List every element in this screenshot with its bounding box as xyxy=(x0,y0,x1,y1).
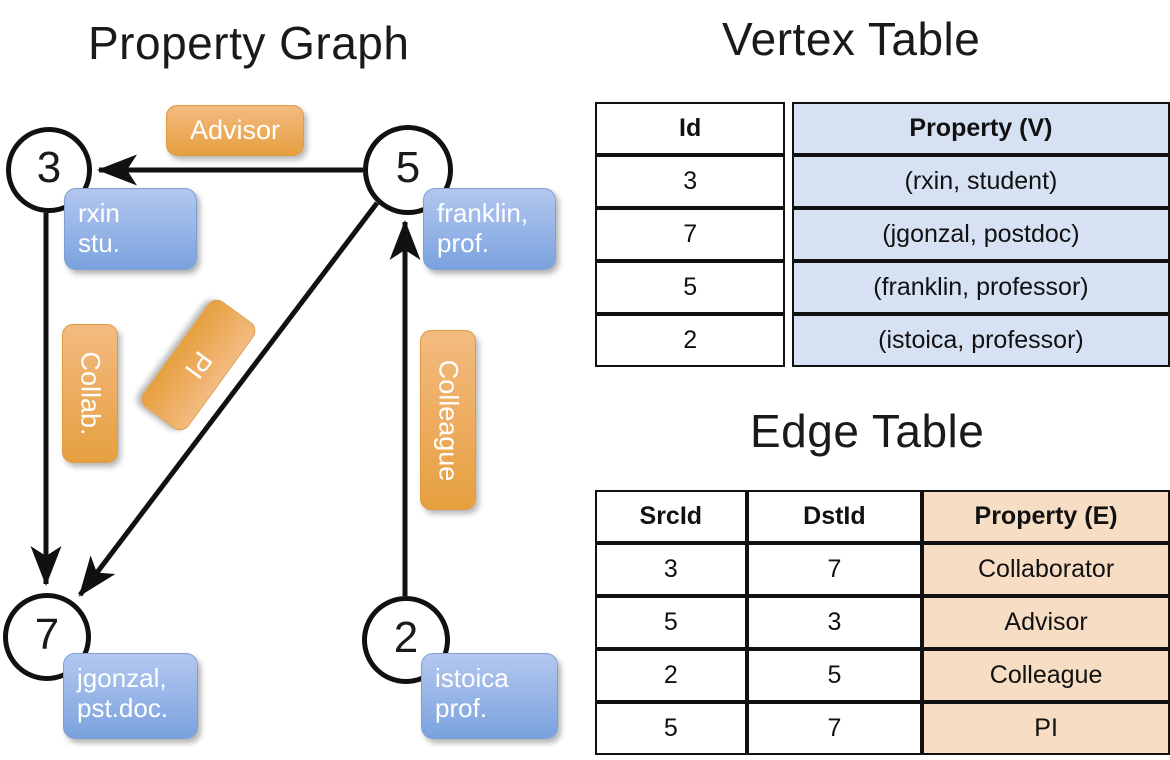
vertex-id-label: 2 xyxy=(393,613,419,662)
cell-property: (jgonzal, postdoc) xyxy=(791,208,1170,261)
vertex-id-label: 3 xyxy=(36,143,62,192)
edge-label-collab: Collab. xyxy=(62,324,118,463)
property-line-1: jgonzal, xyxy=(77,663,167,693)
edge-label-text: Advisor xyxy=(189,115,281,145)
property-line-2: stu. xyxy=(78,228,120,259)
column-gap xyxy=(785,155,792,208)
column-header-id: Id xyxy=(595,102,786,155)
edge-label-advisor: Advisor xyxy=(166,105,304,156)
section-title-vertex-table: Vertex Table xyxy=(722,13,981,65)
cell-srcid: 5 xyxy=(595,702,747,755)
vertex-property-box-3: rxin stu. xyxy=(64,188,197,270)
vertex-property-box-2: istoica prof. xyxy=(421,653,558,739)
property-line-1: rxin xyxy=(78,198,120,228)
cell-dstid: 3 xyxy=(746,596,923,649)
cell-dstid: 7 xyxy=(746,543,923,596)
cell-id: 2 xyxy=(595,314,786,367)
cell-dstid: 7 xyxy=(746,702,923,755)
table-row: 2 5 Colleague xyxy=(595,649,1170,702)
cell-dstid: 5 xyxy=(746,649,923,702)
cell-property: Collaborator xyxy=(922,543,1170,596)
table-row: 5 (franklin, professor) xyxy=(595,261,1170,314)
cell-property: (istoica, professor) xyxy=(791,314,1170,367)
table-header-row: Id Property (V) xyxy=(595,102,1170,155)
vertex-node-2[interactable]: 2 xyxy=(362,596,450,684)
property-line-1: franklin, xyxy=(437,198,529,228)
property-line-2: pst.doc. xyxy=(77,693,169,724)
cell-id: 7 xyxy=(595,208,786,261)
table-row: 2 (istoica, professor) xyxy=(595,314,1170,367)
cell-id: 3 xyxy=(595,155,786,208)
table-row: 7 (jgonzal, postdoc) xyxy=(595,208,1170,261)
section-title-edge-table: Edge Table xyxy=(750,405,985,457)
table-row: 5 3 Advisor xyxy=(595,596,1170,649)
cell-property: Colleague xyxy=(922,649,1170,702)
cell-property: (franklin, professor) xyxy=(791,261,1170,314)
cell-srcid: 2 xyxy=(595,649,747,702)
table-row: 3 7 Collaborator xyxy=(595,543,1170,596)
edge-label-text: Colleague xyxy=(433,359,464,481)
edge-label-text: Collab. xyxy=(75,351,106,436)
cell-srcid: 5 xyxy=(595,596,747,649)
property-line-1: istoica xyxy=(435,663,509,693)
vertex-table: Id Property (V) 3 (rxin, student) 7 (jgo… xyxy=(595,102,1170,367)
edge-label-text: PI xyxy=(179,346,219,385)
column-header-property-e: Property (E) xyxy=(922,490,1170,543)
cell-property: PI xyxy=(922,702,1170,755)
cell-srcid: 3 xyxy=(595,543,747,596)
table-header-row: SrcId DstId Property (E) xyxy=(595,490,1170,543)
vertex-node-5[interactable]: 5 xyxy=(363,125,453,215)
column-header-property-v: Property (V) xyxy=(791,102,1170,155)
edge-table: SrcId DstId Property (E) 3 7 Collaborato… xyxy=(595,490,1170,755)
page-title-property-graph: Property Graph xyxy=(88,17,410,69)
column-header-dstid: DstId xyxy=(746,490,923,543)
table-row: 5 7 PI xyxy=(595,702,1170,755)
table-row: 3 (rxin, student) xyxy=(595,155,1170,208)
column-gap xyxy=(785,208,792,261)
property-graph-diagram: 3 5 7 2 rxin stu. franklin, prof. jgonza… xyxy=(3,105,558,739)
column-header-srcid: SrcId xyxy=(595,490,747,543)
vertex-id-label: 5 xyxy=(395,143,421,192)
vertex-property-box-7: jgonzal, pst.doc. xyxy=(63,653,198,739)
property-line-2: prof. xyxy=(435,693,488,724)
property-line-2: prof. xyxy=(437,228,490,259)
vertex-id-label: 7 xyxy=(34,610,60,659)
vertex-property-box-5: franklin, prof. xyxy=(423,188,556,270)
edge-5-to-7 xyxy=(78,201,379,597)
column-gap xyxy=(785,261,792,314)
column-gap xyxy=(785,102,792,155)
column-gap xyxy=(785,314,792,367)
graph-edges-layer xyxy=(30,154,421,597)
edge-label-colleague: Colleague xyxy=(420,330,476,510)
cell-property: Advisor xyxy=(922,596,1170,649)
cell-id: 5 xyxy=(595,261,786,314)
cell-property: (rxin, student) xyxy=(791,155,1170,208)
